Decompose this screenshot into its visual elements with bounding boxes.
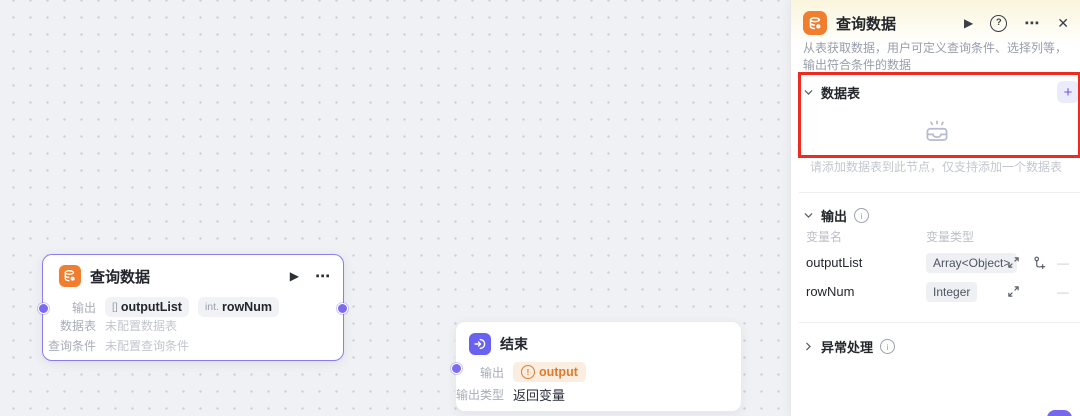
section-title: 数据表 xyxy=(821,86,861,101)
add-datatable-button[interactable]: + xyxy=(1057,81,1079,103)
node-output-type-row: 输出类型 返回变量 xyxy=(456,385,565,404)
end-icon xyxy=(469,333,491,355)
node-datatable-row: 数据表 未配置数据表 xyxy=(43,317,177,334)
row-label: 查询条件 xyxy=(47,339,96,353)
row-label: 输出 xyxy=(479,365,504,380)
chevron-down-icon[interactable] xyxy=(803,87,814,98)
section-exception-header[interactable]: 异常处理 i xyxy=(803,337,896,356)
section-title: 输出 xyxy=(821,209,848,224)
more-icon[interactable]: ⋯ xyxy=(1024,14,1041,32)
node-header: 查询数据 ▶ ⋯ xyxy=(59,264,331,288)
chevron-down-icon[interactable] xyxy=(803,210,814,221)
node-end[interactable]: 结束 输出 ! output 输出类型 返回变量 xyxy=(451,321,742,412)
output-variable-row: rowNum Integer — xyxy=(806,282,1073,302)
row-label: 数据表 xyxy=(59,319,96,333)
section-title: 异常处理 xyxy=(821,340,874,355)
output-table-header: 变量名 变量类型 xyxy=(806,228,1073,245)
node-output-row: 输出 [] outputList int. rowNum xyxy=(43,297,279,317)
divider xyxy=(799,322,1080,323)
node-condition-row: 查询条件 未配置查询条件 xyxy=(43,337,189,354)
array-type-icon: [] xyxy=(112,301,118,313)
more-icon[interactable]: ⋯ xyxy=(315,267,331,285)
empty-hint-text: 请添加数据表到此节点，仅支持添加一个数据表 xyxy=(809,160,1062,174)
floating-button-partial[interactable] xyxy=(1047,410,1072,416)
variable-name: outputList xyxy=(806,255,863,270)
variable-name: rowNum xyxy=(806,284,855,299)
panel-header: 查询数据 ▶ ? ⋯ ✕ xyxy=(791,0,1080,46)
node-query-data[interactable]: 查询数据 ▶ ⋯ 输出 [] outputList int. rowNum 数据… xyxy=(38,254,348,361)
remove-disabled-icon: — xyxy=(1057,256,1069,270)
variable-name: output xyxy=(539,365,578,379)
row-label: 输出 xyxy=(71,300,96,315)
run-node-icon[interactable]: ▶ xyxy=(289,269,299,283)
info-icon: i xyxy=(854,208,870,223)
help-icon[interactable]: ? xyxy=(990,14,1008,32)
database-icon xyxy=(59,265,81,287)
node-config-panel: 查询数据 ▶ ? ⋯ ✕ 从表获取数据，用户可定义查询条件、选择列等，输出符合条… xyxy=(790,0,1080,416)
workflow-canvas[interactable]: 查询数据 ▶ ⋯ 输出 [] outputList int. rowNum 数据… xyxy=(0,0,790,416)
info-icon: i xyxy=(880,339,896,354)
warning-icon: ! xyxy=(521,365,535,379)
column-variable-name: 变量名 xyxy=(806,230,843,244)
output-warning-badge[interactable]: ! output xyxy=(513,362,586,382)
node-description: 从表获取数据，用户可定义查询条件、选择列等，输出符合条件的数据 xyxy=(803,41,1068,73)
int-type-icon: int. xyxy=(204,301,219,313)
row-value: 未配置数据表 xyxy=(105,319,178,333)
variable-type-badge: Integer xyxy=(926,282,978,302)
input-port[interactable] xyxy=(38,303,49,314)
section-output-header[interactable]: 输出 i xyxy=(803,206,870,225)
output-variable-row: outputList Array<Object> — xyxy=(806,253,1073,273)
column-variable-type: 变量类型 xyxy=(926,230,975,244)
node-header: 结束 xyxy=(469,332,729,356)
row-label: 输出类型 xyxy=(456,388,505,402)
divider xyxy=(799,192,1080,193)
row-value: 返回变量 xyxy=(513,388,566,403)
chevron-right-icon[interactable] xyxy=(803,341,814,352)
test-run-icon[interactable]: ▶ xyxy=(964,16,974,30)
row-value: 未配置查询条件 xyxy=(105,339,190,353)
variable-badge-outputlist[interactable]: [] outputList xyxy=(105,297,189,317)
remove-disabled-icon: — xyxy=(1057,285,1069,299)
empty-inbox-icon xyxy=(921,116,953,153)
node-title: 结束 xyxy=(500,336,528,352)
close-icon[interactable]: ✕ xyxy=(1057,15,1069,31)
expand-icon[interactable] xyxy=(1007,256,1020,269)
variable-name: rowNum xyxy=(221,300,272,314)
variable-name: outputList xyxy=(120,300,182,314)
node-output-row: 输出 ! output xyxy=(456,362,586,382)
node-title: 查询数据 xyxy=(90,268,151,286)
section-datatable-header[interactable]: 数据表 xyxy=(803,83,860,102)
add-child-variable-icon[interactable] xyxy=(1033,256,1046,269)
output-port[interactable] xyxy=(337,303,348,314)
panel-title: 查询数据 xyxy=(836,15,897,33)
database-icon xyxy=(803,11,827,35)
expand-icon[interactable] xyxy=(1007,285,1020,298)
variable-type-badge: Array<Object> xyxy=(926,253,1018,273)
variable-badge-rownum[interactable]: int. rowNum xyxy=(197,297,279,317)
input-port[interactable] xyxy=(451,363,462,374)
